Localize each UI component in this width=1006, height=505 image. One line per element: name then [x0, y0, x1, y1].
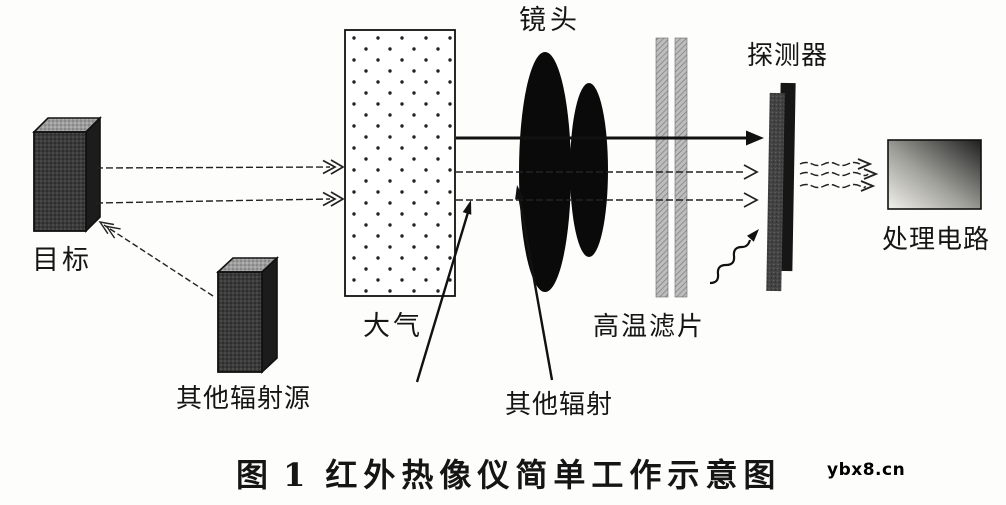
lens-elements	[519, 52, 608, 292]
other-radiation-source-box	[215, 256, 280, 374]
watermark-text: ybx8.cn	[827, 460, 906, 480]
target-label: 目标	[32, 245, 92, 276]
other-radiation-source-label: 其他辐射源	[176, 384, 312, 414]
other-radiation-pointers	[415, 185, 554, 383]
other-source-ray	[98, 221, 214, 297]
arrowhead	[747, 229, 759, 242]
atmosphere-box	[344, 29, 456, 297]
detector-label: 探测器	[747, 41, 829, 71]
high-temp-filter-bars	[655, 37, 688, 298]
other-radiation-label: 其他辐射	[505, 390, 614, 420]
processing-circuit-label: 处理电路	[882, 225, 991, 255]
arrowhead	[743, 164, 759, 180]
arrowhead	[462, 200, 472, 215]
squiggle-arrow	[709, 229, 759, 285]
double-chevron-arrowhead	[322, 159, 345, 207]
solid-arrowhead	[746, 130, 764, 146]
arrowhead	[515, 185, 524, 200]
arrowhead	[105, 225, 121, 239]
beam-lines	[456, 130, 764, 208]
high-temp-filter-label: 高温滤片	[593, 312, 706, 342]
detector-bars	[766, 82, 796, 292]
figure-title: 红外热像仪简单工作示意图	[325, 456, 782, 494]
figure-number: 图 1	[236, 456, 308, 494]
processing-circuit-box	[887, 139, 982, 210]
lens-label: 镜头	[519, 5, 581, 36]
arrowhead	[98, 221, 115, 235]
figure-caption: 图 1 红外热像仪简单工作示意图	[236, 450, 781, 496]
arrowhead	[743, 192, 759, 208]
atmosphere-label: 大气	[363, 311, 423, 342]
target-box	[32, 116, 102, 233]
signal-arrows	[799, 158, 879, 192]
target-rays	[95, 159, 345, 207]
